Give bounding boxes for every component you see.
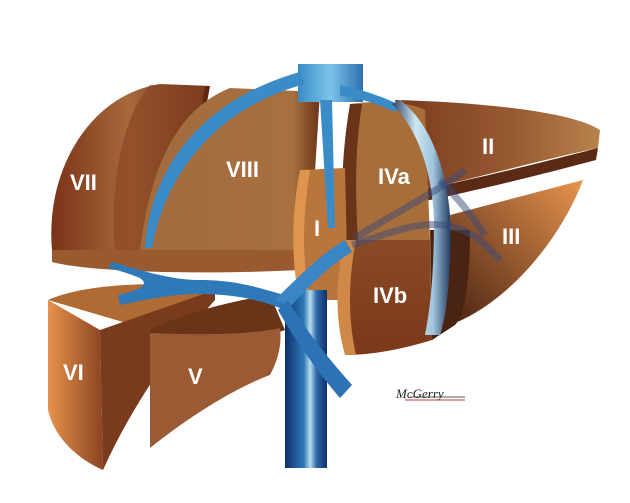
label-segment-viii: VIII	[226, 157, 259, 182]
segment-vi: VI	[48, 284, 215, 470]
segment-v: V	[150, 295, 285, 448]
label-segment-vi: VI	[63, 360, 84, 385]
artist-signature: McGerry	[395, 386, 465, 401]
ligamentum-teres	[392, 100, 451, 335]
svg-text:McGerry: McGerry	[395, 386, 444, 401]
label-segment-iii: III	[502, 224, 520, 249]
portal-vein	[108, 240, 352, 398]
label-segment-v: V	[188, 364, 203, 389]
intersegmental-vessels	[350, 167, 503, 263]
label-segment-ii: II	[482, 134, 494, 159]
segment-ii: II	[395, 100, 600, 202]
hepatic-veins	[145, 64, 400, 248]
label-segment-iva: IVa	[378, 164, 411, 189]
label-segment-i: I	[314, 216, 320, 241]
label-segment-vii: VII	[70, 170, 97, 195]
label-segment-ivb: IVb	[373, 283, 407, 308]
segment-iii: III	[450, 180, 583, 323]
